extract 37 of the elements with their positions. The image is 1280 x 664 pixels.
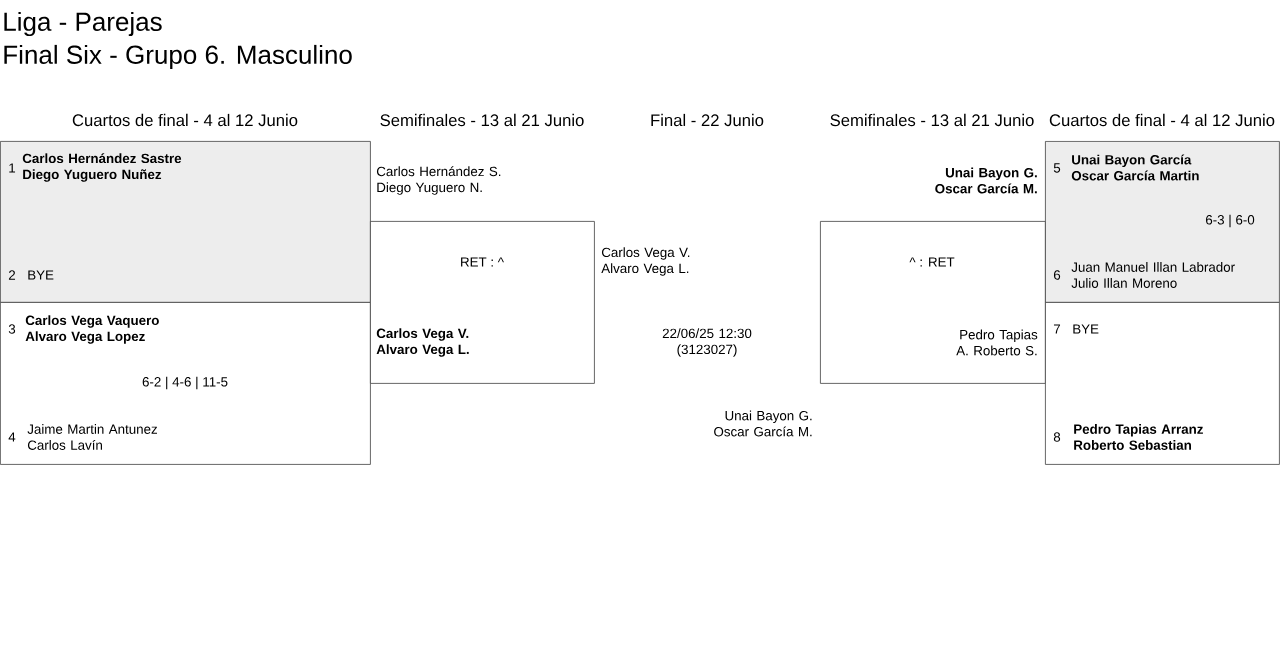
match-info: 22/06/25 12:30 (3123027)	[662, 328, 752, 357]
player-names: Carlos Vega V. Alvaro Vega L.	[376, 328, 469, 357]
title: Final Six - Grupo 6. Masculino	[4, 44, 352, 70]
match-score: ^ : RET	[909, 257, 955, 267]
player-names: Carlos Vega Vaquero Alvaro Vega Lopez	[25, 315, 159, 344]
player-names: Jaime Martin Antunez Carlos Lavín	[27, 424, 157, 450]
player-names: Unai Bayon García Oscar García Martin	[1071, 154, 1199, 181]
match-box	[370, 221, 595, 384]
seed-number: 4	[8, 432, 16, 442]
player-names: Unai Bayon G. Oscar García M.	[935, 167, 1037, 194]
player-names: BYE	[1073, 324, 1099, 334]
seed-number: 2	[8, 270, 15, 280]
seed-number: 3	[8, 324, 16, 334]
round-heading: Final - 22 Junio	[651, 113, 764, 127]
match-box	[0, 302, 371, 465]
title: Liga - Parejas	[4, 11, 162, 37]
match-box	[820, 221, 1046, 384]
player-names: Carlos Hernández Sastre Diego Yuguero Nuñez	[22, 153, 182, 182]
match-score: 6-2 | 4-6 | 11-5	[142, 376, 228, 390]
player-names: Carlos Hernández S. Diego Yuguero N.	[376, 166, 501, 195]
seed-number: 6	[1053, 270, 1061, 280]
seed-number: 1	[9, 163, 16, 173]
match-score: 6-3 | 6-0	[1206, 214, 1255, 228]
match-score: RET : ^	[461, 257, 504, 267]
player-names: Pedro Tapias A. Roberto S.	[956, 329, 1038, 356]
match-box	[1045, 141, 1280, 303]
player-names: Unai Bayon G. Oscar García M.	[714, 410, 812, 437]
seed-number: 7	[1053, 324, 1061, 334]
match-box	[1045, 302, 1280, 465]
player-names: Pedro Tapias Arranz Roberto Sebastian	[1074, 424, 1203, 450]
seed-number: 5	[1053, 163, 1061, 173]
round-heading: Semifinales - 13 al 21 Junio	[380, 113, 584, 127]
match-box	[0, 141, 371, 303]
seed-number: 8	[1053, 432, 1061, 442]
round-heading: Semifinales - 13 al 21 Junio	[830, 113, 1034, 127]
player-names: Juan Manuel Illan Labrador Julio Illan Moreno	[1071, 262, 1235, 288]
player-names: BYE	[28, 270, 54, 280]
